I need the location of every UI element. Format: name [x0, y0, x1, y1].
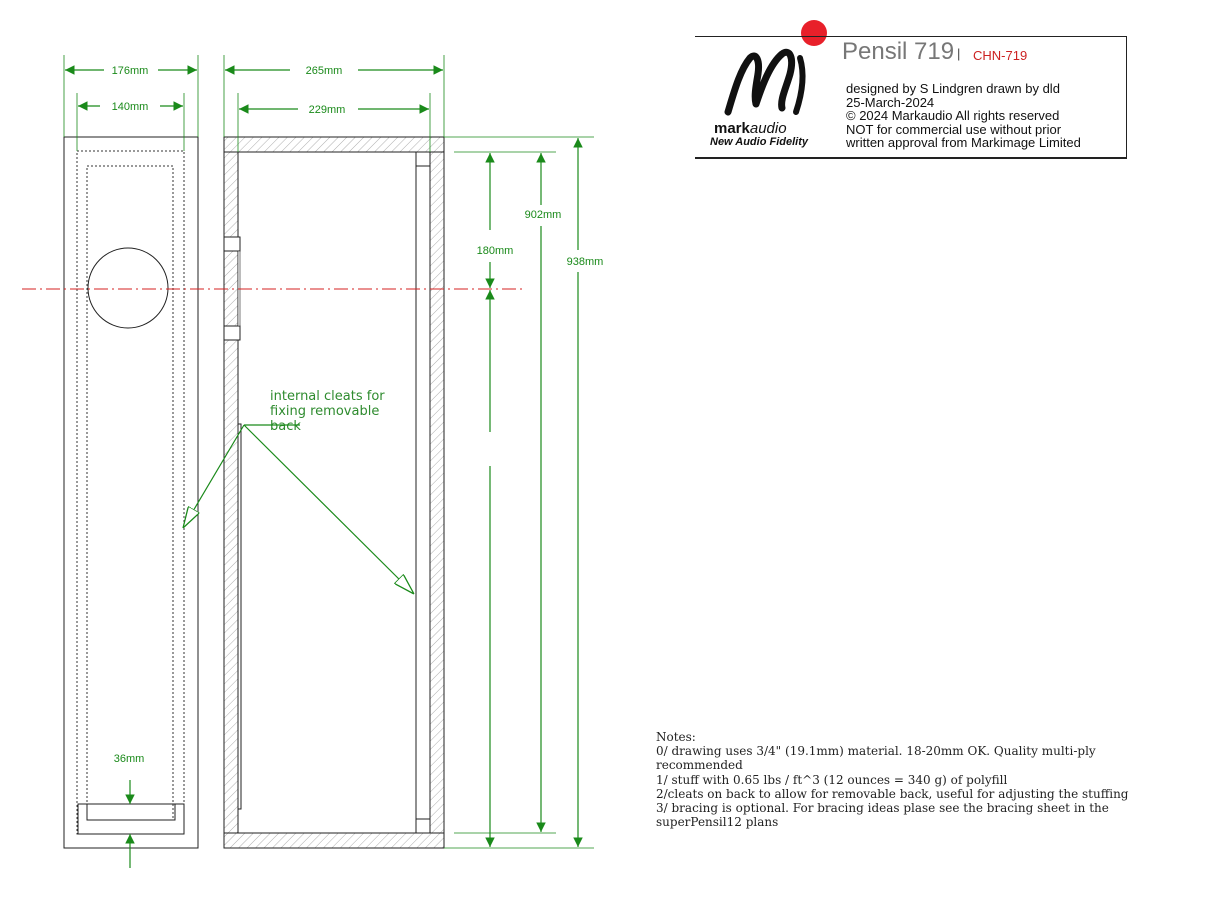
dim-938: 938mm [567, 256, 604, 268]
restriction-line-2: written approval from Markimage Limited [846, 135, 1081, 150]
dim-229: 229mm [309, 104, 346, 116]
front-width-dimensions: 176mm 140mm 36mm [63, 55, 199, 765]
top-panel [223, 136, 445, 153]
annotation-line-2: fixing removable [270, 404, 379, 419]
back-cleat-top [415, 151, 431, 167]
dim-902: 902mm [525, 209, 562, 221]
note-item-3: 3/ bracing is optional. For bracing idea… [656, 801, 1109, 830]
logo-brand-bold: mark [714, 120, 750, 137]
dim-180: 180mm [477, 245, 514, 257]
side-depth-dimensions: 265mm 229mm [223, 55, 445, 152]
drawing-title: Pensil 719 [842, 38, 955, 65]
title-separator: | [957, 46, 961, 61]
logo-brand-light: audio [749, 120, 787, 137]
logo-dot-icon [801, 20, 827, 46]
note-item-2: 2/cleats on back to allow for removable … [656, 786, 1129, 801]
back-cleat-bottom [415, 818, 431, 834]
notes: Notes: 0/ drawing uses 3/4" (19.1mm) mat… [656, 730, 1146, 829]
cleat-annotation: internal cleats for fixing removable bac… [183, 389, 414, 594]
dim-140: 140mm [112, 101, 149, 113]
removable-back [415, 165, 431, 820]
port-inner [86, 803, 176, 821]
leader-arrow-back [243, 424, 414, 594]
height-dimensions: 180mm 902mm 938mm [444, 136, 604, 849]
front-cleat [237, 423, 242, 810]
annotation-line-1: internal cleats for [270, 389, 385, 404]
leader-arrow-front [183, 424, 245, 528]
designer-line: designed by S Lindgren drawn by dld [846, 81, 1060, 96]
driver-recess-top [223, 236, 241, 252]
note-item-1: 1/ stuff with 0.65 lbs / ft^3 (12 ounces… [656, 772, 1008, 787]
restriction-line-1: NOT for commercial use without prior [846, 121, 1062, 137]
bottom-panel [223, 832, 445, 849]
logo-tagline: New Audio Fidelity [710, 136, 808, 148]
title-block [695, 36, 1127, 159]
front-outer-outline [63, 136, 199, 849]
back-panel [429, 151, 445, 834]
driver-cutout-circle [87, 247, 169, 329]
front-inner-dashed [76, 150, 185, 835]
notes-heading: Notes: [656, 730, 696, 744]
driver-recess-bottom [223, 325, 241, 341]
drawing-code: CHN-719 [973, 48, 1028, 63]
note-item-0: 0/ drawing uses 3/4" (19.1mm) material. … [656, 744, 1096, 773]
port-outer [77, 803, 185, 835]
date-line: 25-March-2024 [846, 94, 935, 110]
dim-176: 176mm [112, 65, 149, 77]
dim-265: 265mm [306, 65, 343, 77]
side-view [223, 136, 445, 849]
copyright-line: © 2024 Markaudio All rights reserved [846, 108, 1060, 123]
dim-36: 36mm [114, 753, 145, 765]
front-cleat-dashed [86, 165, 174, 821]
front-baffle [223, 151, 239, 834]
side-outer-outline [223, 136, 445, 849]
annotation-line-3: back [270, 419, 301, 434]
logo-brand: markaudio [714, 120, 787, 137]
front-view [63, 136, 199, 868]
markaudio-logo [724, 20, 827, 116]
